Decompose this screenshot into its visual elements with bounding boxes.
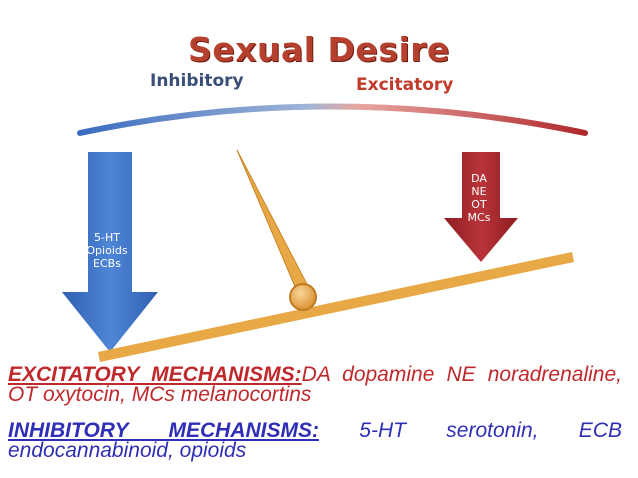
- page-title: Sexual Desire: [188, 30, 450, 69]
- arrow-line: NE: [471, 185, 487, 198]
- gauge-baseline: [98, 252, 574, 362]
- arrow-line: DA: [471, 172, 487, 185]
- inhibitory-heading: INHIBITORY MECHANISMS:: [8, 419, 319, 442]
- arrow-line: 5-HT: [94, 231, 120, 244]
- excitatory-arrow: [444, 152, 518, 262]
- inhibitory-arrow-label: 5-HT Opioids ECBs: [83, 231, 131, 270]
- excitatory-mechanisms: EXCITATORY MECHANISMS:DA dopamine NE nor…: [8, 363, 622, 406]
- excitatory-arrow-label: DA NE OT MCs: [456, 172, 502, 224]
- gauge-needle: [236, 149, 311, 297]
- inhibitory-mechanisms: INHIBITORY MECHANISMS: 5-HT serotonin, E…: [8, 419, 622, 462]
- gauge-arc: [77, 103, 588, 136]
- arrow-line: OT: [471, 198, 487, 211]
- arrow-line: MCs: [467, 211, 491, 224]
- excitatory-label: Excitatory: [356, 75, 454, 95]
- gauge-hub: [289, 283, 317, 311]
- inhibitory-label: Inhibitory: [150, 71, 244, 91]
- arrow-line: ECBs: [93, 257, 121, 270]
- arrow-line: Opioids: [86, 244, 128, 257]
- excitatory-heading: EXCITATORY MECHANISMS:: [8, 363, 302, 386]
- inhibitory-text: 5-HT serotonin, ECB endocannabinoid, opi…: [8, 419, 622, 462]
- inhibitory-arrow: [62, 152, 158, 352]
- excitatory-text: DA dopamine NE noradrenaline, OT oxytoci…: [8, 363, 622, 406]
